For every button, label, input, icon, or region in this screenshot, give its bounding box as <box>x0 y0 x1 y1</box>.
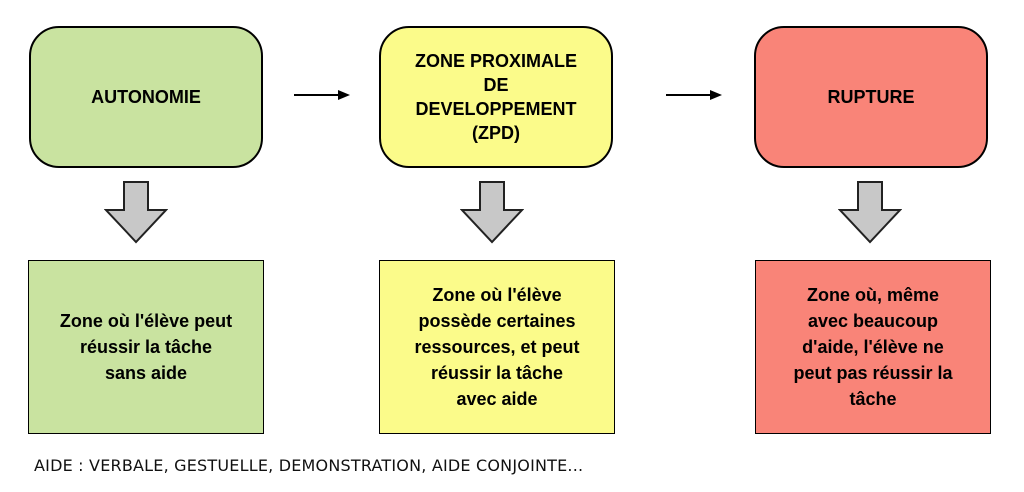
zone-zpd: ZONE PROXIMALE DE DEVELOPPEMENT (ZPD) <box>379 26 613 168</box>
description-autonomie: Zone où l'élève peut réussir la tâche sa… <box>28 260 264 434</box>
description-zpd-text: Zone où l'élève possède certaines ressou… <box>414 285 580 409</box>
right-arrow-icon <box>294 90 350 100</box>
right-arrow-icon <box>666 90 722 100</box>
zone-rupture-label: RUPTURE <box>827 87 915 107</box>
description-autonomie-text: Zone où l'élève peut réussir la tâche sa… <box>59 311 233 383</box>
footer-note: AIDE : VERBALE, GESTUELLE, DEMONSTRATION… <box>34 456 584 475</box>
description-zpd: Zone où l'élève possède certaines ressou… <box>379 260 615 434</box>
down-arrow-icon <box>104 181 168 244</box>
zone-rupture: RUPTURE <box>754 26 988 168</box>
down-arrow-icon <box>838 181 902 244</box>
zone-autonomie: AUTONOMIE <box>29 26 263 168</box>
zone-autonomie-label: AUTONOMIE <box>91 87 201 107</box>
zone-zpd-label: ZONE PROXIMALE DE DEVELOPPEMENT (ZPD) <box>414 51 577 143</box>
description-rupture-text: Zone où, même avec beaucoup d'aide, l'él… <box>793 285 953 409</box>
down-arrow-icon <box>460 181 524 244</box>
description-rupture: Zone où, même avec beaucoup d'aide, l'él… <box>755 260 991 434</box>
